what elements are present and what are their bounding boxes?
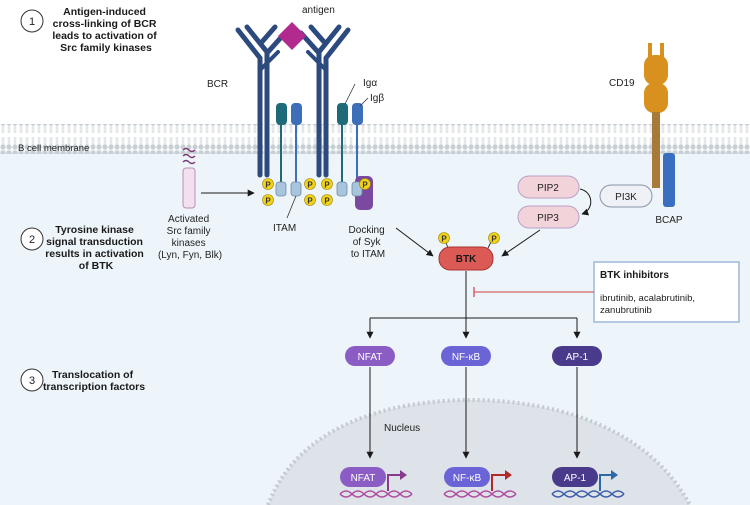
src-kinase-shape [182, 167, 196, 209]
phosphate-icon: P [438, 232, 450, 244]
phosphate-icon: P [321, 178, 333, 190]
btk-node: P P BTK [438, 232, 500, 271]
tf-ap1-label: AP-1 [566, 352, 589, 363]
btk-inhibitors-box: BTK inhibitors ibrutinib, acalabrutinib,… [593, 261, 740, 323]
itam-phosphates: P P P P P P P [262, 178, 371, 206]
ig-alpha-label: Igα [363, 78, 377, 89]
step-number-badge [20, 368, 44, 392]
step-2: 2 Tyrosine kinase signal transduction re… [20, 224, 147, 272]
btk-inhibitors-list: ibrutinib, acalabrutinib, zanubrutinib [600, 293, 698, 316]
bcap-label: BCAP [655, 215, 683, 226]
svg-text:P: P [324, 197, 330, 206]
cell-membrane [0, 124, 750, 154]
ig-alpha-right [337, 103, 348, 125]
cd19-receptor [644, 43, 668, 188]
tf-nfkb-nucleus: NF-κB [443, 467, 517, 498]
ig-beta-right [352, 103, 363, 125]
dna-helix-icon [339, 490, 413, 498]
dna-helix-icon [551, 490, 625, 498]
step-3: 3 Translocation of transcription factors [20, 368, 145, 393]
transcription-start-arrow-icon [491, 474, 507, 491]
tf-nfat-cytoplasm: NFAT [345, 346, 395, 366]
svg-text:P: P [307, 197, 313, 206]
tf-ap1-nucleus: AP-1 [551, 467, 625, 498]
pip3-to-btk-arrow [501, 229, 541, 257]
step-3-title: Translocation of transcription factors [43, 369, 145, 393]
phosphate-icon: P [359, 178, 371, 190]
bcap-shape [663, 153, 675, 207]
step-number: 3 [29, 375, 35, 387]
phosphate-icon: P [321, 194, 333, 206]
transcription-start-arrow-icon [387, 474, 402, 491]
step-number: 2 [29, 234, 35, 246]
step-2-title: Tyrosine kinase signal transduction resu… [45, 224, 147, 272]
nucleus-label: Nucleus [384, 423, 420, 434]
pip2-label: PIP2 [537, 183, 559, 194]
phosphate-icon: P [262, 194, 274, 206]
svg-text:P: P [491, 235, 497, 244]
step-number-badge [20, 227, 44, 251]
tf-ap1-cytoplasm: AP-1 [552, 346, 602, 366]
btk-inhibitors-title: BTK inhibitors [600, 270, 669, 281]
svg-text:P: P [324, 181, 330, 190]
tf-nfat-nucleus: NFAT [339, 467, 413, 498]
step-number: 1 [29, 16, 35, 28]
itam-pointer [286, 195, 297, 219]
ig-alpha-beta-right [337, 103, 363, 185]
phosphate-icon: P [488, 232, 500, 244]
svg-text:NFAT: NFAT [351, 473, 376, 484]
ig-alpha-beta-left [276, 103, 302, 185]
pip3-shape [517, 205, 580, 229]
itam-segments [275, 181, 348, 197]
ig-alpha-left [276, 103, 287, 125]
docking-label: Docking of Syk to ITAM [349, 225, 388, 260]
step-number-badge [20, 9, 44, 33]
itam-label: ITAM [273, 223, 296, 234]
pip3-label: PIP3 [537, 213, 559, 224]
btk-shape [438, 246, 494, 271]
ig-beta-label: Igβ [370, 93, 384, 104]
tf-nfkb-cytoplasm: NF-κB [441, 346, 491, 366]
tf-nfkb-label: NF-κB [452, 352, 481, 363]
step-1: 1 Antigen-induced cross-linking of BCR l… [20, 6, 159, 54]
svg-text:NF-κB: NF-κB [453, 473, 482, 484]
btk-label: BTK [456, 254, 477, 265]
docking-to-btk-arrow [395, 227, 434, 257]
dna-helix-icon [443, 490, 517, 498]
ig-beta-pointer [359, 97, 369, 107]
antigen-shape [278, 22, 306, 50]
bcr-label: BCR [207, 79, 228, 90]
src-kinase-anchor [182, 147, 196, 165]
membrane-label: B cell membrane [18, 143, 89, 154]
ig-beta-left [291, 103, 302, 125]
cd19-label: CD19 [609, 78, 635, 89]
pi3k-shape [599, 184, 653, 208]
transcription-start-arrow-icon [599, 474, 613, 491]
svg-text:P: P [265, 197, 271, 206]
src-kinase-label: Activated Src family kinases (Lyn, Fyn, … [158, 214, 222, 261]
phosphate-icon: P [304, 178, 316, 190]
pip2-to-pip3-arrow [579, 188, 592, 216]
btk-branch-arrows [366, 271, 581, 339]
pi3k-label: PI3K [615, 192, 637, 203]
svg-text:P: P [362, 181, 368, 190]
antigen-label: antigen [302, 5, 335, 16]
phosphate-icon: P [304, 194, 316, 206]
step-1-title: Antigen-induced cross-linking of BCR lea… [52, 6, 159, 54]
svg-text:P: P [265, 181, 271, 190]
translocation-arrows [366, 367, 581, 459]
svg-text:P: P [307, 181, 313, 190]
svg-text:AP-1: AP-1 [564, 473, 587, 484]
ig-alpha-pointer [344, 83, 356, 105]
svg-text:P: P [441, 235, 447, 244]
pip2-shape [517, 175, 580, 199]
phosphate-icon: P [262, 178, 274, 190]
tf-nfat-label: NFAT [358, 352, 383, 363]
